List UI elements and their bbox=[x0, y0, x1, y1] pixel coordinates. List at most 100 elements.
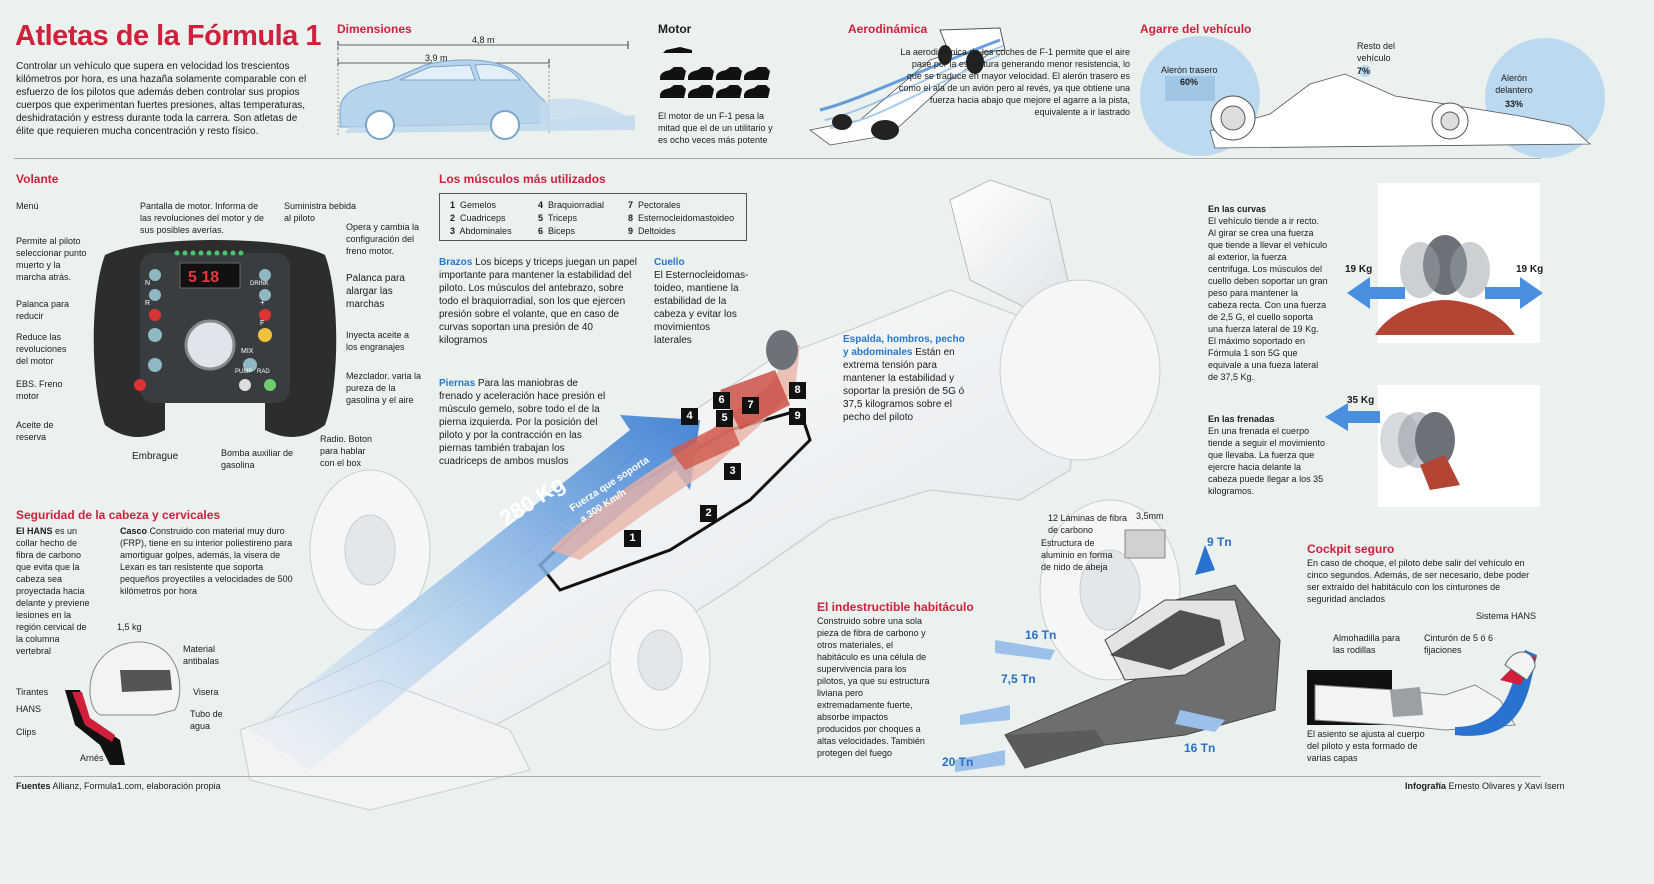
agarre-rest-label: Resto del vehículo bbox=[1357, 41, 1396, 63]
svg-text:RAD: RAD bbox=[257, 369, 270, 375]
agarre-front-label: Alerón delantero bbox=[1495, 73, 1533, 95]
habitaculo-text: Construido sobre una sola pieza de fibra… bbox=[817, 616, 930, 758]
svg-text:N: N bbox=[145, 280, 150, 287]
curvas-title: En las curvas bbox=[1208, 204, 1267, 214]
svg-text:F: F bbox=[260, 320, 264, 327]
dim-inner-label: 3,9 m bbox=[425, 53, 448, 63]
agarre-diagram bbox=[1140, 36, 1605, 158]
musculos-heading: Los músculos más utilizados bbox=[439, 172, 606, 186]
dimensiones-heading: Dimensiones bbox=[337, 22, 412, 36]
info-text: Ernesto Olivares y Xavi Isern bbox=[1448, 781, 1565, 791]
frenadas-force: 35 Kg bbox=[1347, 395, 1375, 406]
muscle-item: 3 Abdominales bbox=[450, 226, 512, 236]
vol-palanca-reducir: Palanca para reducir bbox=[16, 299, 70, 321]
f1-car-illustration bbox=[239, 179, 1181, 811]
muscle-num-7: 7 bbox=[742, 397, 759, 414]
fuentes-text: Allianz, Formula1.com, elaboración propi… bbox=[52, 781, 221, 791]
cockpit-asiento: El asiento se ajusta al cuerpo del pilot… bbox=[1307, 729, 1425, 763]
brazos-title: Brazos bbox=[439, 257, 473, 268]
vol-pantalla: Pantalla de motor. Informa de las revolu… bbox=[140, 201, 265, 235]
curvas-desc: En las curvas El vehículo tiende a ir re… bbox=[1208, 203, 1328, 383]
steering-wheel-diagram: 5 18 N R DRINK + F MIX PUMP RAD bbox=[93, 240, 337, 437]
muscle-num-3: 3 bbox=[724, 463, 741, 480]
aero-heading: Aerodinámica bbox=[848, 22, 928, 36]
svg-text:MIX: MIX bbox=[241, 348, 254, 355]
cuello-text: El Esternocleidomas-toideo, mantiene la … bbox=[654, 270, 749, 346]
muscle-num-2: 2 bbox=[700, 505, 717, 522]
frenadas-head-diagram bbox=[1325, 403, 1460, 490]
cockpit-cinturon: Cinturón de 5 ó 6 fijaciones bbox=[1424, 633, 1494, 655]
cockpit-heading: Cockpit seguro bbox=[1307, 542, 1395, 556]
svg-text:PUMP: PUMP bbox=[235, 369, 252, 375]
helmet-weight: 1,5 kg bbox=[117, 622, 142, 632]
agarre-rest-pct: 7% bbox=[1357, 66, 1371, 76]
footer-fuentes: Fuentes Allianz, Formula1.com, elaboraci… bbox=[16, 780, 221, 792]
muscle-num-1: 1 bbox=[624, 530, 641, 547]
cuello-title: Cuello bbox=[654, 257, 685, 268]
espalda-title: Espalda, hombros, pecho y abdominales bbox=[843, 334, 965, 358]
muscle-item: 6 Biceps bbox=[538, 226, 576, 236]
force-16tn-left: 16 Tn bbox=[1025, 628, 1057, 642]
vol-reduce-rev: Reduce las revoluciones del motor bbox=[16, 332, 67, 366]
vol-punto-muerto: Permite al piloto seleccionar punto muer… bbox=[16, 236, 87, 282]
brazos-text: Los biceps y triceps juegan un papel imp… bbox=[439, 257, 637, 346]
vol-palanca-alargar: Palanca para alargar las marchas bbox=[346, 273, 405, 310]
muscle-item: 9 Deltoides bbox=[628, 226, 676, 236]
svg-text:+: + bbox=[260, 298, 265, 307]
vol-radio: Radio. Boton para hablar con el box bbox=[320, 434, 373, 468]
fuentes-label: Fuentes bbox=[16, 781, 51, 791]
cockpit-hans: Sistema HANS bbox=[1476, 611, 1537, 621]
vol-embrague: Embrague bbox=[132, 451, 179, 462]
monocoque-diagram bbox=[955, 529, 1281, 772]
hans-text: es un collar hecho de fibra de carbono q… bbox=[16, 526, 90, 656]
muscle-num-5: 5 bbox=[716, 410, 733, 427]
helmet-clips: Clips bbox=[16, 727, 37, 737]
vol-menu: Menú bbox=[16, 201, 39, 211]
casco-desc: Casco Construido con material muy duro (… bbox=[120, 525, 295, 597]
vol-inyecta: Inyecta aceite a los engranajes bbox=[346, 330, 410, 352]
casco-text: Construido con material muy duro (FRP), … bbox=[120, 526, 293, 596]
muscle-num-8: 8 bbox=[789, 382, 806, 399]
vol-bebida: Suministra bebida al piloto bbox=[284, 201, 357, 223]
volante-heading: Volante bbox=[16, 172, 59, 186]
force-16tn-right: 16 Tn bbox=[1184, 741, 1216, 755]
vol-ebs: EBS. Freno motor bbox=[16, 379, 63, 401]
piernas-title: Piernas bbox=[439, 378, 476, 389]
casco-title: Casco bbox=[120, 526, 148, 536]
habitaculo-heading: El indestructible habitáculo bbox=[817, 600, 974, 614]
curvas-right-force: 19 Kg bbox=[1516, 264, 1544, 275]
helmet-visera: Visera bbox=[193, 687, 219, 697]
curvas-head-diagram bbox=[1347, 235, 1543, 335]
agarre-rear-pct: 60% bbox=[1180, 77, 1199, 87]
muscle-item: 1 Gemelos bbox=[450, 200, 497, 210]
svg-text:5 18: 5 18 bbox=[188, 269, 219, 286]
hans-desc: El HANS es un collar hecho de fibra de c… bbox=[16, 525, 96, 657]
aero-car-diagram bbox=[809, 27, 1006, 146]
cockpit-diagram bbox=[1307, 650, 1537, 736]
piernas-text: Para las maniobras de frenado y acelerac… bbox=[439, 378, 606, 467]
curvas-left-force: 19 Kg bbox=[1345, 264, 1373, 275]
helmet-tubo: Tubo de agua bbox=[190, 709, 223, 731]
dimensions-diagram bbox=[337, 41, 635, 140]
musculos-list: 1 Gemelos 2 Cuadriceps 3 Abdominales 4 B… bbox=[439, 193, 747, 241]
page-title: Atletas de la Fórmula 1 bbox=[15, 20, 322, 52]
habitaculo-laminas: 12 Láminas de fibra de carbono bbox=[1048, 513, 1128, 535]
footer-infografia: Infografía Ernesto Olivares y Xavi Isern bbox=[1405, 780, 1565, 792]
agarre-front-pct: 33% bbox=[1504, 99, 1523, 109]
dim-outer-label: 4,8 m bbox=[472, 35, 495, 45]
force-20tn: 20 Tn bbox=[942, 755, 974, 769]
motor-heading: Motor bbox=[658, 22, 692, 36]
brazos-desc: Brazos Los biceps y triceps juegan un pa… bbox=[439, 256, 637, 347]
cockpit-text: En caso de choque, el piloto debe salir … bbox=[1307, 558, 1530, 604]
habitaculo-estructura: Estructura de aluminio en forma de nido … bbox=[1041, 538, 1113, 572]
force-7-5tn: 7,5 Tn bbox=[1001, 672, 1036, 686]
muscle-num-4: 4 bbox=[681, 408, 698, 425]
muscle-item: 5 Triceps bbox=[538, 213, 578, 223]
helmet-material: Material antibalas bbox=[183, 644, 220, 666]
espalda-text: Están en extrema tensión para mantener l… bbox=[843, 347, 965, 423]
hans-title: El HANS bbox=[16, 526, 53, 536]
helmet-diagram bbox=[65, 641, 181, 765]
muscle-item: 8 Esternocleidomastoideo bbox=[628, 213, 735, 223]
habitaculo-grosor: 3,5mm bbox=[1136, 511, 1164, 521]
helmet-tirantes: Tirantes bbox=[16, 687, 49, 697]
